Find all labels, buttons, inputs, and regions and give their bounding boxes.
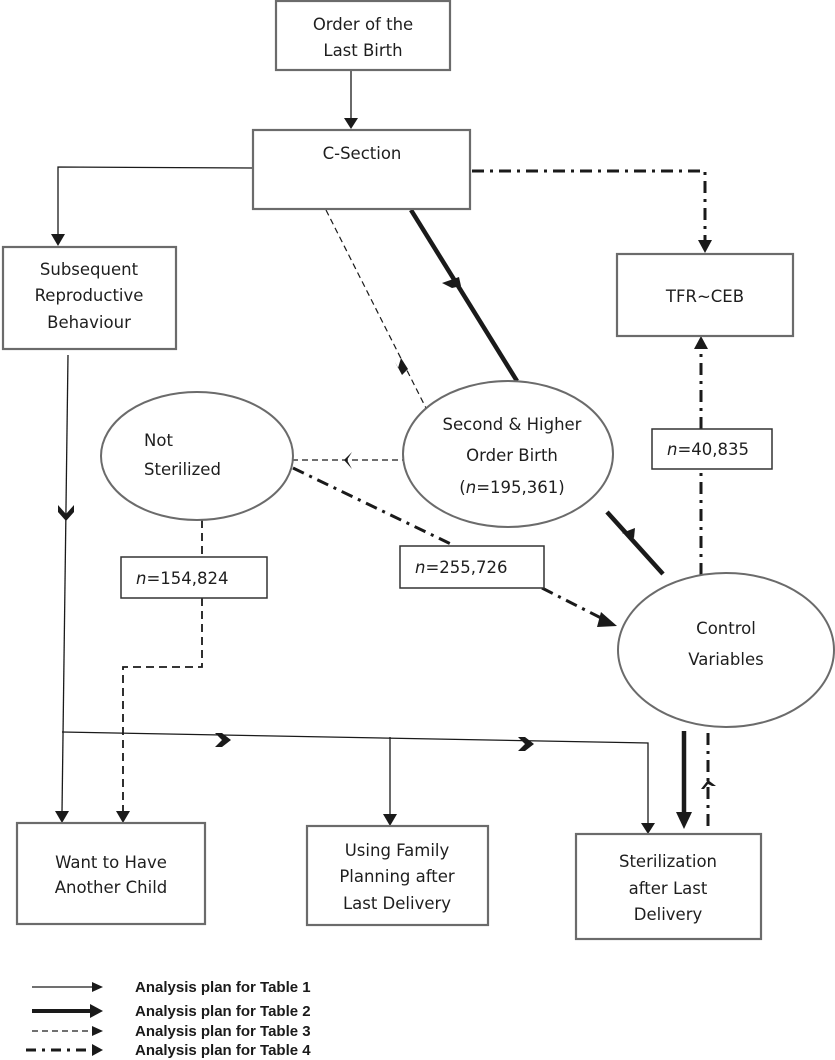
node-c-section: C-Section [251, 128, 472, 211]
edge-subsequent-to-want-child [55, 354, 74, 823]
node-label: Order of the [313, 15, 413, 34]
legend-label: Analysis plan for Table 3 [135, 1023, 311, 1040]
node-label: Second & Higher [443, 415, 582, 434]
legend-label: Analysis plan for Table 2 [135, 1003, 311, 1020]
node-tfr-ceb: TFR~CEB [615, 252, 795, 338]
node-label: Planning after [339, 867, 455, 886]
edge-control-to-tfr [694, 336, 708, 575]
node-want-another-child: Want to Have Another Child [15, 821, 207, 926]
edge-csection-to-subsequent [51, 166, 254, 246]
node-label: Behaviour [47, 313, 131, 332]
sample-size-label: (n=195,361) [459, 478, 564, 497]
svg-text:n=255,726: n=255,726 [415, 558, 508, 577]
svg-text:n=154,824: n=154,824 [136, 569, 229, 588]
node-control-variables: Control Variables [617, 572, 835, 728]
node-label: C-Section [323, 144, 402, 163]
node-subsequent-reproductive-behaviour: Subsequent Reproductive Behaviour [1, 245, 178, 351]
edge-subsequent-to-outcomes [61, 731, 655, 834]
sample-size-box-40835: n=40,835 [651, 428, 773, 470]
svg-text:n=40,835: n=40,835 [667, 440, 749, 459]
edge-csection-to-tfr [472, 169, 712, 253]
node-using-family-planning: Using Family Planning after Last Deliver… [305, 824, 490, 927]
edge-csection-to-second-order [409, 208, 519, 383]
legend-label: Analysis plan for Table 1 [135, 979, 311, 996]
edge-control-to-sterilization [676, 731, 692, 829]
node-label: Last Delivery [343, 894, 451, 913]
node-not-sterilized: Not Sterilized [100, 391, 294, 521]
node-label: Using Family [345, 841, 450, 860]
node-label: TFR~CEB [665, 287, 744, 306]
legend-item-table-2: Analysis plan for Table 2 [32, 1003, 311, 1020]
legend-item-table-4: Analysis plan for Table 4 [26, 1042, 311, 1059]
node-label: Not [144, 431, 173, 450]
edge-order-to-csection [344, 70, 358, 129]
legend: Analysis plan for Table 1 Analysis plan … [26, 979, 311, 1059]
node-label: Last Birth [323, 41, 402, 60]
node-order-of-last-birth: Order of the Last Birth [274, 0, 452, 72]
node-second-higher-order-birth: Second & Higher Order Birth (n=195,361) [402, 380, 614, 528]
node-label: Control [696, 619, 756, 638]
edge-not-sterilized-to-want-child [116, 520, 203, 823]
node-label: Sterilization [619, 852, 717, 871]
node-label: Subsequent [40, 260, 139, 279]
node-label: Variables [688, 650, 763, 669]
node-label: after Last [629, 879, 708, 898]
node-sterilization-after-last-delivery: Sterilization after Last Delivery [574, 832, 763, 941]
legend-item-table-1: Analysis plan for Table 1 [32, 979, 311, 996]
sample-size-box-255726: n=255,726 [399, 545, 545, 589]
legend-label: Analysis plan for Table 4 [135, 1042, 311, 1059]
node-label: Reproductive [35, 286, 144, 305]
node-label: Sterilized [144, 460, 221, 479]
edge-second-order-to-not-sterilized [293, 452, 418, 469]
node-label: Order Birth [466, 446, 558, 465]
legend-item-table-3: Analysis plan for Table 3 [32, 1023, 311, 1040]
edge-second-order-to-control [605, 510, 665, 576]
node-label: Want to Have [55, 853, 167, 872]
node-label: Another Child [55, 878, 168, 897]
edge-csection-to-second-order-dashed [325, 209, 431, 417]
edge-not-sterilized-to-control [292, 466, 617, 627]
node-label: Delivery [634, 905, 703, 924]
edge-sterilization-to-control [701, 733, 716, 826]
sample-size-box-154824: n=154,824 [120, 556, 268, 599]
